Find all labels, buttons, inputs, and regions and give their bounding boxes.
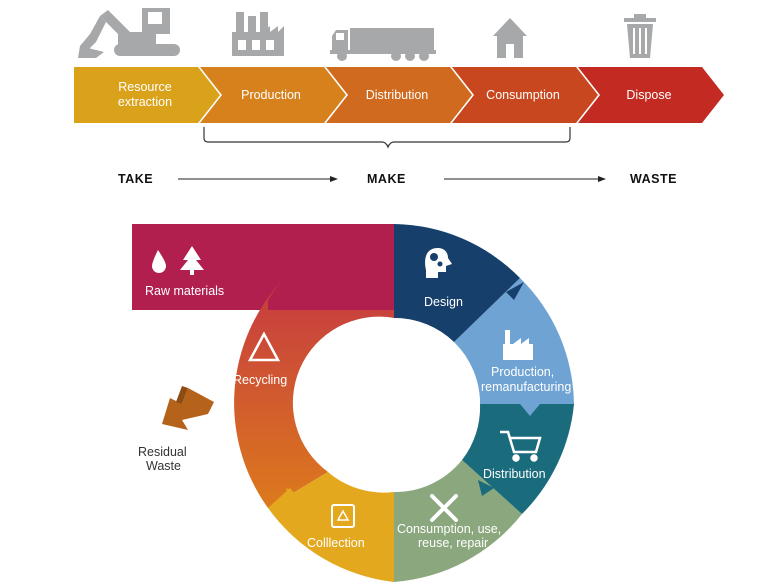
make-brace: [203, 127, 571, 149]
consumption-label-line1: Consumption, use,: [397, 522, 501, 536]
center-hole: [308, 318, 480, 490]
design-label: Design: [424, 295, 463, 309]
consumption-arrow: [394, 520, 406, 540]
chevron-step-5: [578, 67, 724, 123]
production-label-line2: remanufacturing: [481, 380, 571, 394]
stage-waste: WASTE: [630, 172, 677, 186]
factory-small-icon: [503, 330, 533, 360]
drop-icon: [152, 250, 166, 273]
stage-make: MAKE: [367, 172, 406, 186]
trash-can-icon: [624, 14, 656, 58]
distribution-label: Distribution: [483, 467, 546, 481]
recycle-icon: [247, 331, 281, 362]
chevron-label-1-line1: Resource: [118, 80, 172, 94]
recycling-label: Recycling: [233, 373, 287, 387]
chevron-step-1: [74, 67, 220, 123]
head-gears-icon: [425, 248, 452, 278]
collection-arrow: [286, 488, 302, 506]
take-to-make-arrowhead: [330, 176, 338, 182]
chevron-step-4: [452, 67, 598, 123]
tree-icon: [180, 246, 204, 275]
design-segment: [394, 224, 520, 342]
chevron-step-2: [200, 67, 346, 123]
make-to-waste-arrowhead: [598, 176, 606, 182]
tools-icon: [430, 494, 458, 522]
truck-icon: [330, 28, 436, 61]
consumption-label-line2: reuse, repair: [418, 536, 488, 550]
residual-waste-arrow: [162, 388, 214, 430]
house-icon: [493, 18, 527, 58]
chevron-step-3: [326, 67, 472, 123]
collection-label: Colllection: [307, 536, 365, 550]
factory-icon: [232, 12, 284, 56]
chevron-label-5-line1: Dispose: [626, 88, 671, 102]
stage-take: TAKE: [118, 172, 153, 186]
shopping-cart-icon: [500, 430, 542, 462]
circular-economy: Raw materials Design Production, remanuf…: [132, 224, 574, 582]
raw-materials-label: Raw materials: [145, 284, 224, 298]
chevron-label-3-line1: Distribution: [366, 88, 429, 102]
production-segment: [454, 278, 574, 404]
excavator-icon: [78, 8, 180, 58]
chevron-label-4-line1: Consumption: [486, 88, 560, 102]
distribution-arrow: [478, 480, 494, 496]
recycle-bin-icon: [331, 504, 355, 528]
production-label-line1: Production,: [491, 365, 554, 379]
design-arrow: [506, 282, 524, 300]
chevron-label-1-line2: extraction: [118, 95, 172, 109]
production-arrow: [520, 404, 540, 416]
chevron-label-2-line1: Production: [241, 88, 301, 102]
residual-waste-label-line1: Residual: [138, 445, 187, 459]
residual-waste-label-line2: Waste: [146, 459, 181, 473]
